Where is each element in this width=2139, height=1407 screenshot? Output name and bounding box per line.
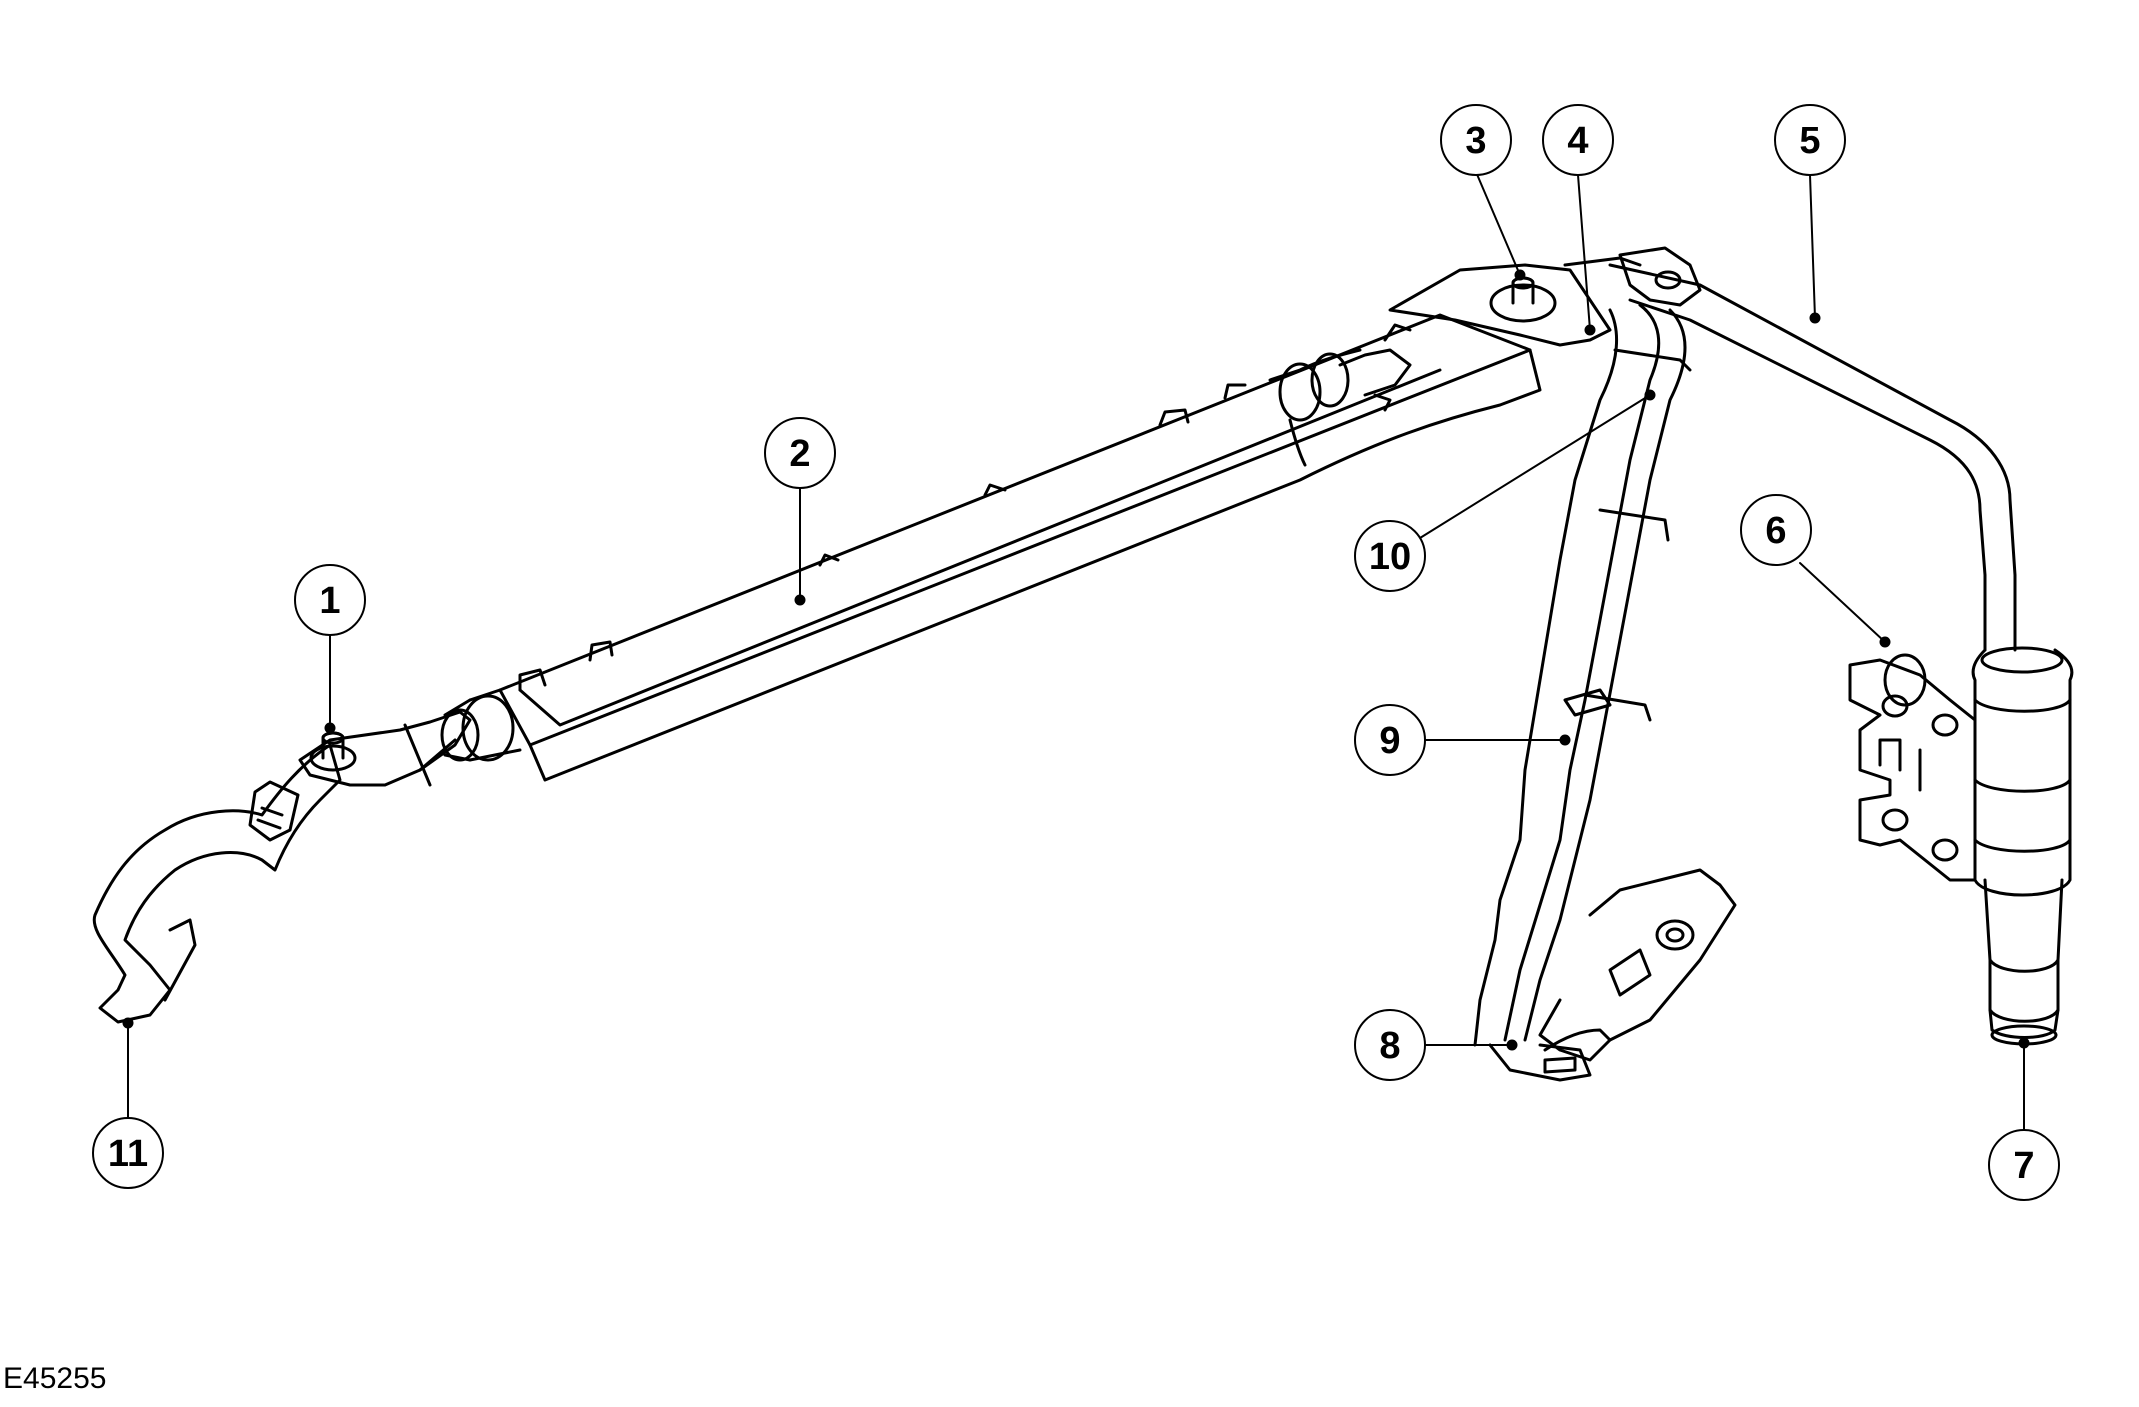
callout-6-label: 6 <box>1765 510 1786 552</box>
callout-2-circle <box>764 417 836 489</box>
upper-bracket <box>1388 256 1642 347</box>
mounting-bracket <box>1848 653 1977 882</box>
callout-10-circle <box>1354 520 1426 592</box>
callout-5-circle <box>1774 104 1846 176</box>
callout-11-label: 11 <box>108 1133 148 1175</box>
callout-9-circle <box>1354 704 1426 776</box>
callout-7-circle <box>1988 1129 2060 1201</box>
callouts: 1 2 3 4 5 6 7 8 <box>92 104 2060 1201</box>
callout-8-label: 8 <box>1379 1025 1400 1067</box>
callout-6-circle <box>1740 494 1812 566</box>
pillar-rail <box>1473 303 1737 1082</box>
curved-pipe <box>1608 246 2017 652</box>
callout-8-circle <box>1354 1009 1426 1081</box>
figure-id: E45255 <box>3 1362 106 1395</box>
callout-1-label: 1 <box>319 580 340 622</box>
left-mounting-strap <box>92 743 342 1024</box>
callout-2-label: 2 <box>789 433 810 475</box>
callout-3-label: 3 <box>1465 120 1486 162</box>
callout-11-circle <box>92 1117 164 1189</box>
callout-4-label: 4 <box>1567 120 1588 162</box>
callout-5-label: 5 <box>1799 120 1820 162</box>
inflator-canister <box>1971 646 2074 1046</box>
callout-7-label: 7 <box>2013 1145 2034 1187</box>
callout-3-circle <box>1440 104 1512 176</box>
callout-4-circle <box>1542 104 1614 176</box>
callout-9-label: 9 <box>1379 720 1400 762</box>
airbag-tube <box>440 313 1542 782</box>
callout-10-label: 10 <box>1369 536 1411 578</box>
callout-1-circle <box>294 564 366 636</box>
